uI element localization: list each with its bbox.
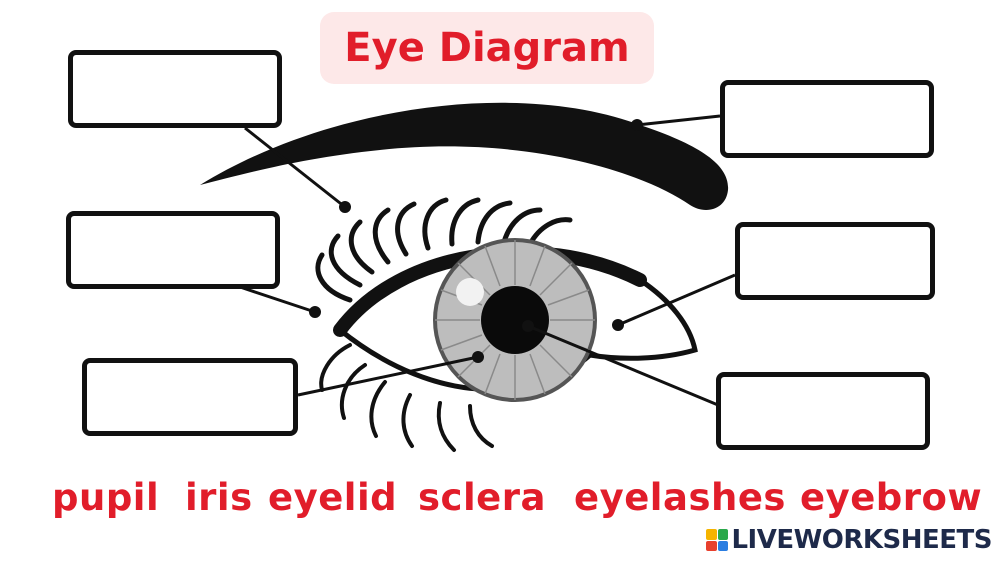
leader-dots <box>309 119 643 363</box>
logo-tile <box>717 540 729 551</box>
eye-highlight <box>456 278 484 306</box>
answer-box-iris[interactable] <box>82 358 298 436</box>
logo-tile <box>706 540 717 551</box>
word-bank-item[interactable]: eyelashes <box>574 476 786 519</box>
diagram-title: Eye Diagram <box>344 25 630 71</box>
answer-box-sclera[interactable] <box>735 222 935 300</box>
pupil <box>481 286 549 354</box>
answer-box-eyebrow[interactable] <box>720 80 934 158</box>
word-bank: pupil iris eyelid sclera eyelashes eyebr… <box>0 476 1000 526</box>
answer-box-eyelashes[interactable] <box>66 211 280 289</box>
eyebrow-shape <box>200 102 729 210</box>
liveworksheets-logo-icon <box>706 529 729 551</box>
word-bank-item[interactable]: iris <box>185 476 253 519</box>
answer-box-pupil[interactable] <box>716 372 930 450</box>
logo-tile <box>706 529 717 540</box>
lower-eyelashes <box>319 343 494 452</box>
liveworksheets-brand: LIVEWORKSHEETS <box>706 524 992 556</box>
answer-box-eyelid[interactable] <box>68 50 282 128</box>
brand-name: LIVEWORKSHEETS <box>731 525 992 555</box>
word-bank-item[interactable]: sclera <box>418 476 546 519</box>
word-bank-item[interactable]: pupil <box>52 476 160 519</box>
word-bank-item[interactable]: eyebrow <box>800 476 983 519</box>
title-banner: Eye Diagram <box>320 12 654 84</box>
iris-texture <box>435 240 595 400</box>
upper-eyelashes <box>315 197 573 303</box>
word-bank-item[interactable]: eyelid <box>268 476 398 519</box>
leader-lines <box>239 114 736 407</box>
logo-tile <box>717 529 729 540</box>
